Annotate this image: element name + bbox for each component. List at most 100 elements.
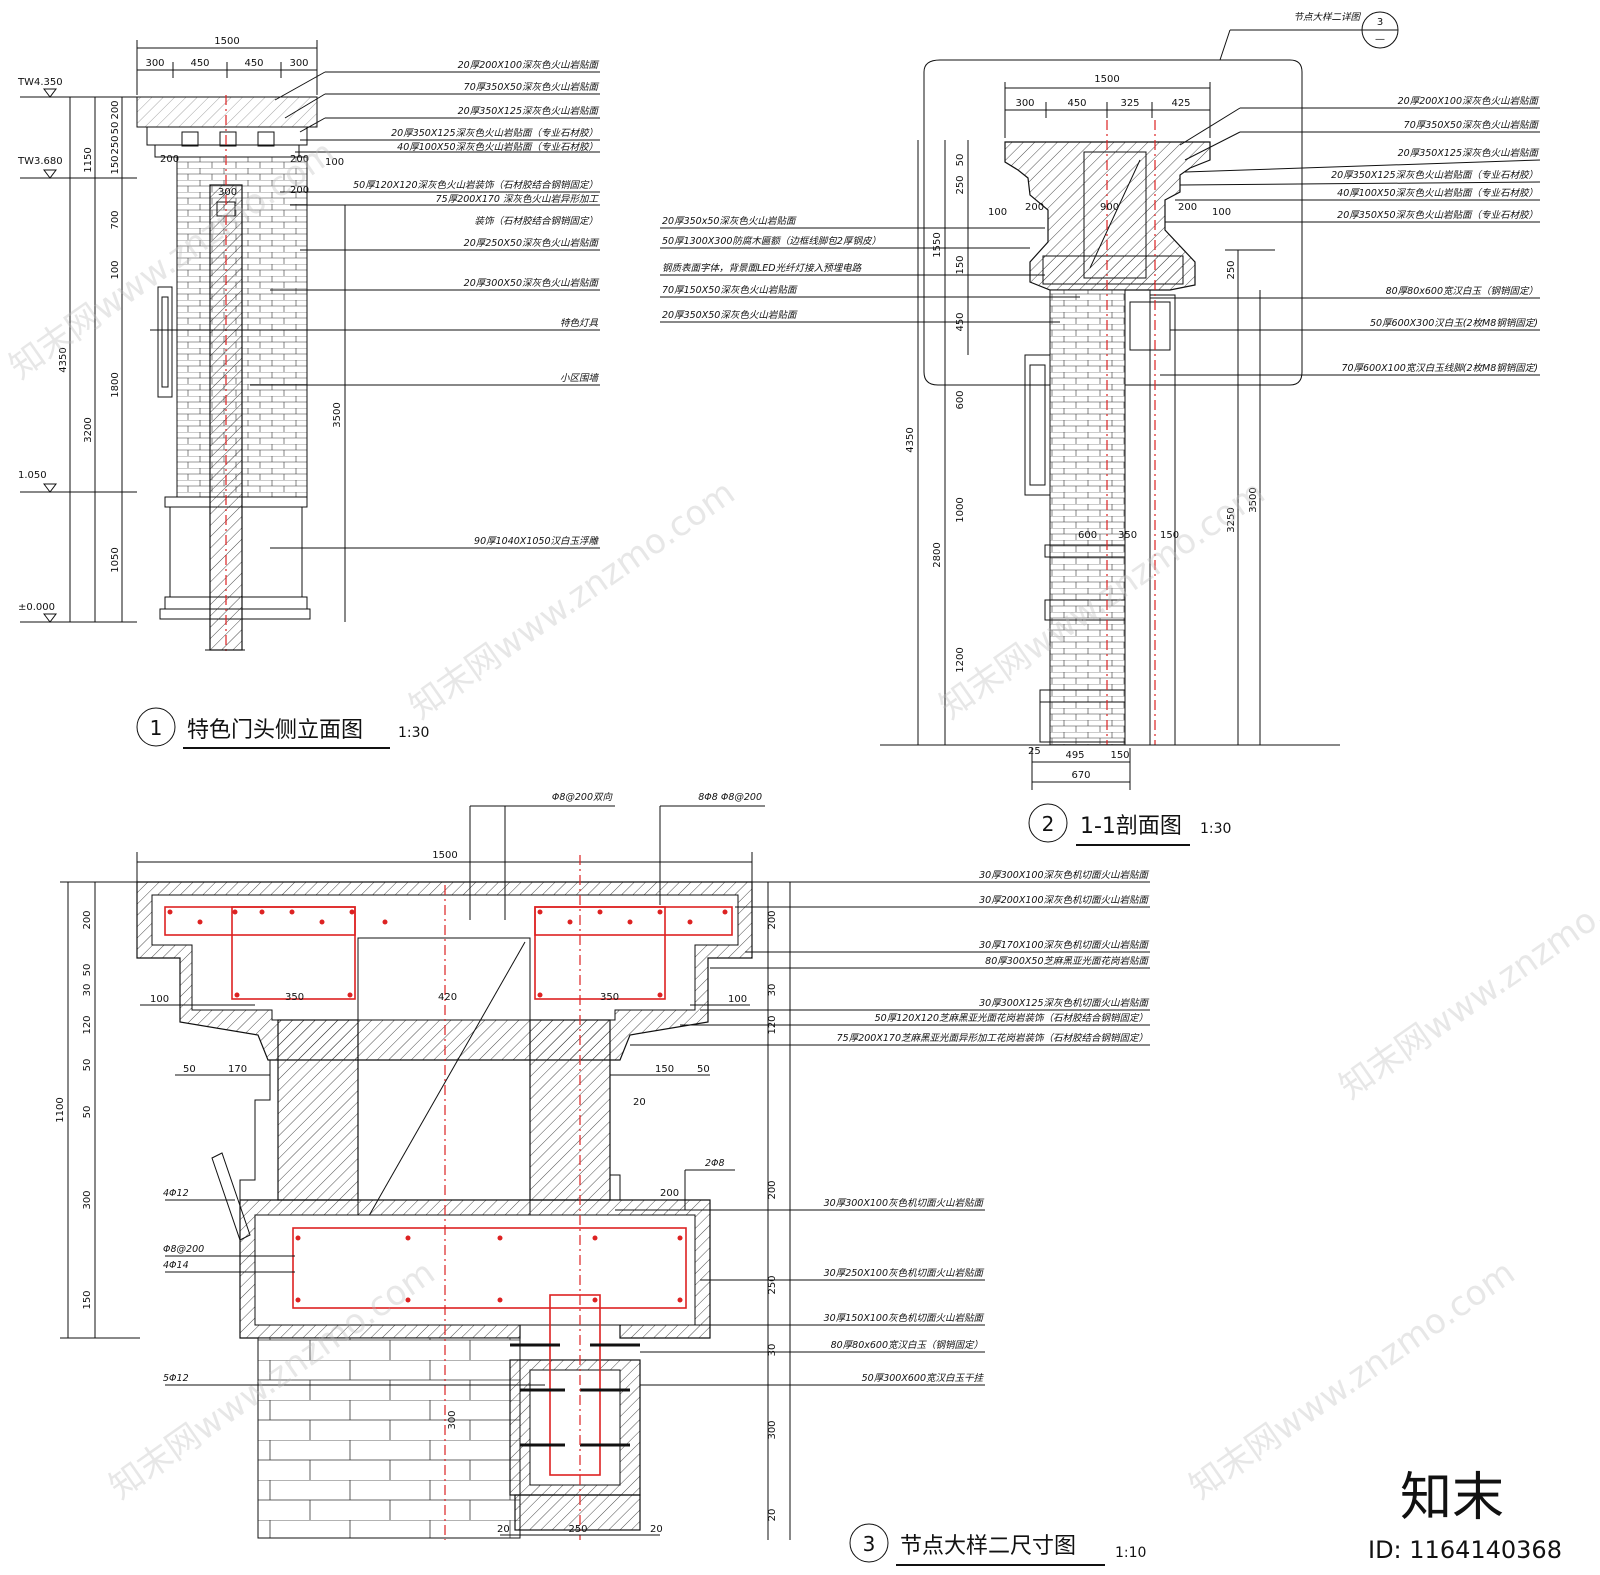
- d1-dim-3500: 3500: [332, 402, 343, 427]
- d2-note-r1: 20厚200X100深灰色火山岩贴面: [1398, 95, 1540, 107]
- d3-dim-l6: 50: [82, 1106, 93, 1119]
- d3-dim-b2: 250: [568, 1524, 587, 1535]
- d3-dim-i10: 20: [633, 1097, 646, 1108]
- d3-dim-top-total: 1500: [432, 850, 457, 861]
- d3-dim-i8: 150: [655, 1064, 674, 1075]
- d1-dim-top-total: 1500: [214, 36, 239, 47]
- d1-note-11: 特色灯具: [560, 317, 599, 329]
- d3-dim-i7: 50: [183, 1064, 196, 1075]
- d3-dim-l8: 150: [82, 1290, 93, 1309]
- d1-dim-e: 700: [110, 210, 121, 229]
- d1-dim-i2: 300: [218, 187, 237, 198]
- d1-note-4: 20厚350X125深灰色火山岩贴面（专业石材胶）: [391, 127, 598, 139]
- d3-note-8: 30厚300X100灰色机切面火山岩贴面: [824, 1197, 985, 1209]
- d3-dim-r6: 30: [767, 1344, 778, 1357]
- d2-dim-250: 250: [1226, 260, 1237, 279]
- d2-dim-k: 100: [988, 207, 1007, 218]
- d2-dim-l: 100: [1212, 207, 1231, 218]
- d2-scale: 1:30: [1200, 821, 1231, 837]
- d3-dim-i1: 350: [285, 992, 304, 1003]
- d2-dim-b: 250: [955, 175, 966, 194]
- d2-title: 1-1剖面图: [1080, 814, 1182, 839]
- drawing-1-side-elevation: 1500 300 450 450 300 TW4.350 TW3.680: [17, 36, 600, 749]
- d3-dim-b1: 20: [497, 1524, 510, 1535]
- d1-level-ground: ±0.000: [18, 602, 55, 613]
- d3-dim-l2: 30: [82, 984, 93, 997]
- d1-dim-3200: 3200: [83, 417, 94, 442]
- d2-dim-o: 150: [1160, 530, 1179, 541]
- d2-dim-3500: 3500: [1248, 487, 1259, 512]
- d2-note-r8: 50厚600X300汉白玉(2枚M8钢销固定): [1370, 317, 1538, 329]
- d3-note-12: 50厚300X600宽汉白玉干挂: [862, 1372, 985, 1384]
- watermark-2: 知末网www.znzmo.com: [402, 473, 742, 728]
- d2-dim-f: 1000: [955, 497, 966, 522]
- d3-note-9: 30厚250X100灰色机切面火山岩贴面: [824, 1267, 985, 1279]
- d2-ref-label: 节点大样二详图: [1293, 11, 1361, 23]
- brand-watermark: 知末: [1400, 1468, 1504, 1528]
- d3-dim-r1: 200: [767, 910, 778, 929]
- d1-note-12: 小区围墙: [560, 373, 600, 384]
- d1-level-2: TW3.680: [17, 156, 63, 167]
- d1-dim-b: 50: [110, 122, 121, 135]
- d2-note-l4: 70厚150X50深灰色火山岩贴面: [662, 284, 798, 296]
- d2-note-r9: 70厚600X100宽汉白玉线脚(2枚M8钢销固定): [1341, 362, 1538, 374]
- d1-dim-i3: 200: [290, 154, 309, 165]
- d1-dim-1150: 1150: [83, 147, 94, 172]
- d3-note-4: 80厚300X50芝麻黑亚光面花岗岩贴面: [985, 955, 1149, 967]
- d3-dim-l7: 300: [82, 1190, 93, 1209]
- d3-dim-1100: 1100: [55, 1097, 66, 1122]
- d3-number: 3: [863, 1532, 876, 1556]
- d1-level-top: TW4.350: [17, 77, 63, 88]
- d3-dim-b3: 20: [650, 1524, 663, 1535]
- d2-dim-top-total: 1500: [1094, 74, 1119, 85]
- d2-note-l5: 20厚350X50深灰色火山岩贴面: [662, 309, 798, 321]
- d1-dim-top-1: 300: [145, 58, 164, 69]
- d3-note-5: 30厚300X125深灰色机切面火山岩贴面: [979, 997, 1149, 1009]
- d3-dim-r8: 20: [767, 1509, 778, 1522]
- d2-dim-top-3: 325: [1120, 98, 1139, 109]
- d3-note-7: 75厚200X170芝麻黑亚光面异形加工花岗岩装饰（石材胶结合钢销固定）: [837, 1032, 1148, 1044]
- d1-scale: 1:30: [398, 725, 429, 741]
- d3-dim-l3: 50: [82, 964, 93, 977]
- d1-dim-top-3: 450: [244, 58, 263, 69]
- d1-note-7: 75厚200X170 深灰色火山岩异形加工: [436, 193, 600, 205]
- d2-dim-top-4: 425: [1171, 98, 1190, 109]
- d2-dim-s: 670: [1071, 770, 1090, 781]
- d1-note-13: 90厚1040X1050汉白玉浮雕: [474, 535, 599, 547]
- d3-dim-i5: 100: [728, 994, 747, 1005]
- d2-notes-left: 20厚350x50深灰色火山岩贴面 50厚1300X300防腐木匾额（边框线脚包…: [660, 215, 1080, 323]
- d3-rebar-2: 8Φ8 Φ8@200: [698, 792, 762, 803]
- d2-note-l1: 20厚350x50深灰色火山岩贴面: [662, 215, 797, 227]
- d1-dim-i5: 200: [290, 185, 309, 196]
- d3-dim-r4: 200: [767, 1180, 778, 1199]
- d2-dim-4350: 4350: [905, 427, 916, 452]
- d1-dim-d: 150: [110, 155, 121, 174]
- d3-note-6: 50厚120X120芝麻黑亚光面花岗岩装饰（石材胶结合钢销固定）: [875, 1012, 1148, 1024]
- d1-notes: 20厚200X100深灰色火山岩贴面 70厚350X50深灰色火山岩贴面 20厚…: [150, 59, 600, 549]
- d3-note-3: 30厚170X100深灰色机切面火山岩贴面: [979, 939, 1149, 951]
- d1-note-2: 70厚350X50深灰色火山岩贴面: [464, 81, 600, 93]
- d3-dim-i9: 50: [697, 1064, 710, 1075]
- d2-dim-r: 150: [1110, 750, 1129, 761]
- d2-dim-i: 900: [1100, 202, 1119, 213]
- d3-rebar-7: 5Φ12: [163, 1373, 189, 1384]
- d2-dim-e: 600: [955, 390, 966, 409]
- d1-level-3: 1.050: [18, 470, 47, 481]
- d2-note-r3: 20厚350X125深灰色火山岩贴面: [1398, 147, 1540, 159]
- d3-dim-i3: 350: [600, 992, 619, 1003]
- d3-dim-r5: 250: [767, 1275, 778, 1294]
- d3-dim-r2: 30: [767, 984, 778, 997]
- d1-dim-total: 4350: [58, 347, 69, 372]
- d3-dim-i4: 100: [150, 994, 169, 1005]
- d1-number: 1: [150, 716, 163, 740]
- d2-note-r7: 80厚80x600宽汉白玉（钢销固定）: [1386, 285, 1538, 297]
- d1-note-5: 40厚100X50深灰色火山岩贴面（专业石材胶）: [397, 141, 598, 153]
- d1-dim-top-2: 450: [190, 58, 209, 69]
- d2-dim-j: 200: [1178, 202, 1197, 213]
- d1-note-9: 20厚250X50深灰色火山岩贴面: [464, 237, 600, 249]
- d2-dim-p: 25: [1028, 746, 1041, 757]
- d2-dim-2800: 2800: [932, 542, 943, 567]
- d2-note-r6: 20厚350X50深灰色火山岩贴面（专业石材胶）: [1337, 209, 1538, 221]
- d3-dim-b4: 300: [447, 1410, 458, 1429]
